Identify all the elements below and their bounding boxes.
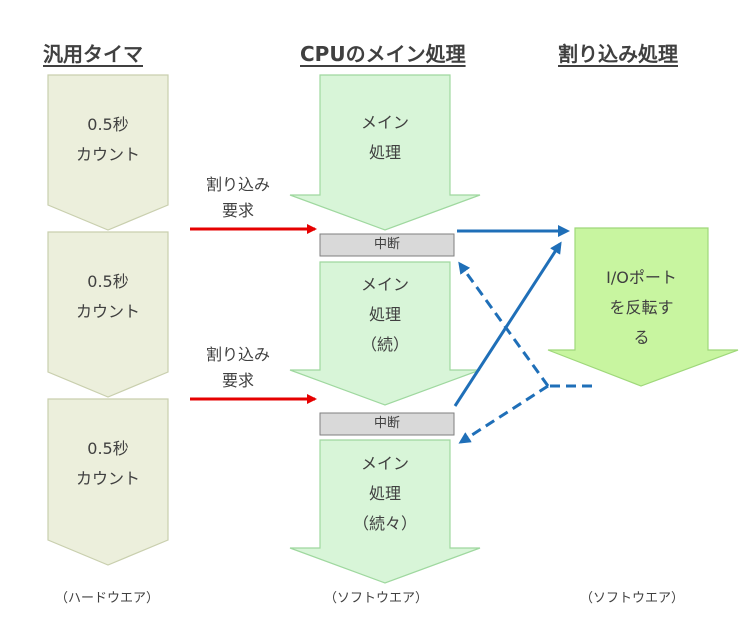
request-label-1-line2: 要求 <box>221 201 254 220</box>
return-arrow-1 <box>458 261 550 387</box>
cpu-label-2-line2: 処理 <box>368 305 401 324</box>
timer-label-1-line1: 0.5秒 <box>87 115 129 134</box>
footer-hardware: （ハードウエア） <box>55 591 160 606</box>
footer-software-isr: （ソフトウエア） <box>580 591 685 606</box>
footer-software-cpu: （ソフトウエア） <box>324 591 429 606</box>
cpu-label-2: メイン 処理 （続） <box>320 270 450 360</box>
request-label-2-line1: 割り込み <box>205 345 270 364</box>
cpu-main-arrow-2 <box>289 261 481 406</box>
interruption-label-2: 中断 <box>373 416 400 431</box>
request-label-1-line1: 割り込み <box>205 175 270 194</box>
header-cpu-main: CPUのメイン処理 <box>300 42 466 66</box>
interruption-label-1: 中断 <box>373 237 400 252</box>
timer-label-1: 0.5秒 カウント <box>48 110 168 170</box>
cpu-label-3-line1: メイン <box>360 454 409 473</box>
cpu-label-2-line3: （続） <box>360 335 409 354</box>
timer-block-3 <box>47 398 169 566</box>
cpu-main-arrow-1 <box>289 74 481 231</box>
timer-block-2 <box>47 231 169 398</box>
jump-to-isr-arrow-2 <box>453 241 562 407</box>
timer-label-2: 0.5秒 カウント <box>48 267 168 327</box>
isr-label-line2: を反転す <box>609 298 674 317</box>
timer-label-3: 0.5秒 カウント <box>48 434 168 494</box>
timer-label-2-line1: 0.5秒 <box>87 272 129 291</box>
cpu-label-3-line3: （続々） <box>352 514 417 533</box>
return-arrow-2 <box>458 384 549 444</box>
cpu-main-arrow-3 <box>289 439 481 584</box>
timer-label-2-line2: カウント <box>75 302 140 321</box>
isr-label: I/Oポート を反転す る <box>575 263 708 353</box>
request-label-1: 割り込み 要求 <box>188 172 288 224</box>
isr-arrow <box>547 227 739 387</box>
timer-label-3-line2: カウント <box>75 469 140 488</box>
timer-label-3-line1: 0.5秒 <box>87 439 129 458</box>
isr-label-line3: る <box>633 328 650 347</box>
isr-label-line1: I/Oポート <box>606 268 677 287</box>
request-label-2: 割り込み 要求 <box>188 342 288 394</box>
cpu-label-1: メイン 処理 <box>320 108 450 168</box>
cpu-label-2-line1: メイン <box>360 275 409 294</box>
cpu-label-1-line1: メイン <box>360 113 409 132</box>
cpu-label-3-line2: 処理 <box>368 484 401 503</box>
request-label-2-line2: 要求 <box>221 371 254 390</box>
header-timer: 汎用タイマ <box>43 42 143 66</box>
interruption-bar-1 <box>319 233 455 257</box>
interruption-bar-2 <box>319 412 455 436</box>
cpu-label-1-line2: 処理 <box>368 143 401 162</box>
header-interrupt: 割り込み処理 <box>558 42 678 66</box>
cpu-label-3: メイン 処理 （続々） <box>320 449 450 539</box>
timer-label-1-line2: カウント <box>75 145 140 164</box>
timer-block-1 <box>47 74 169 231</box>
